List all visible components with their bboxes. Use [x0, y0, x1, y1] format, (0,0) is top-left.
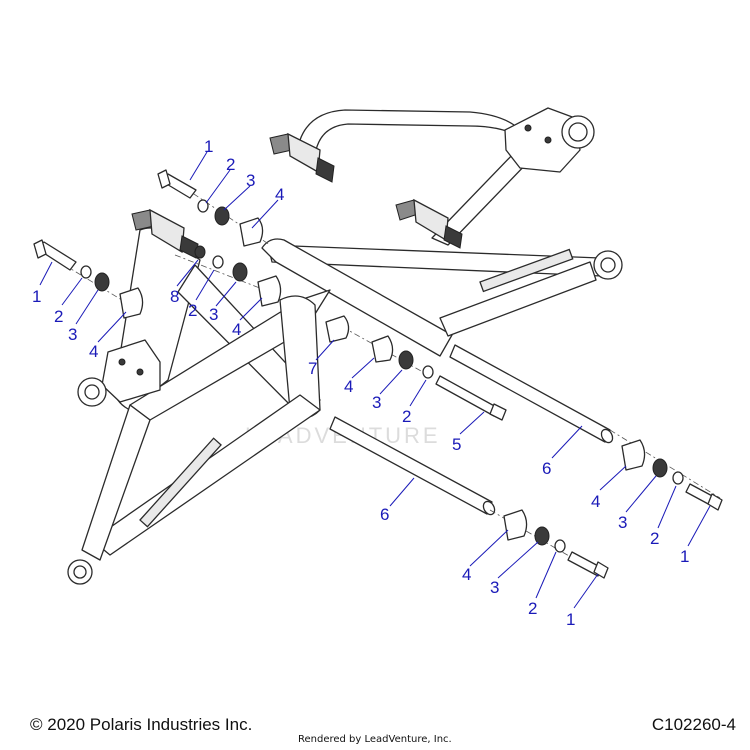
- callout-label: 3: [209, 305, 218, 324]
- bolt-stack-center: [194, 245, 282, 307]
- callout-label: 1: [32, 287, 41, 306]
- upper-arm-bushing-front: [269, 132, 335, 183]
- callout-label: 3: [490, 578, 499, 597]
- upper-arm-bushing-rear: [395, 198, 463, 249]
- callout-label: 4: [275, 185, 284, 204]
- callout-label: 1: [204, 137, 213, 156]
- callout-leaders: [39, 151, 711, 609]
- callout-label: 4: [462, 565, 471, 584]
- callout-label: 3: [372, 393, 381, 412]
- bolt-stack-middle: [325, 315, 507, 421]
- callout-label: 4: [344, 377, 353, 396]
- callout-label: 3: [618, 513, 627, 532]
- callout-label: 6: [380, 505, 389, 524]
- callout-label: 1: [680, 547, 689, 566]
- callout-label: 7: [308, 359, 317, 378]
- rendered-by-credit: Rendered by LeadVenture, Inc.: [298, 734, 452, 745]
- callout-labels: 1 2 3 4 1 2 3 4 8 2 3 4 7 4 3 2 5 6 6 4 …: [32, 137, 689, 629]
- upper-a-arm: [269, 107, 595, 249]
- bolt-stack-lower: [503, 509, 609, 579]
- diagram-code: C102260-4: [651, 715, 736, 734]
- bolt-stack-left: [33, 239, 144, 319]
- callout-label: 1: [566, 610, 575, 629]
- bolt-stack-top: [157, 169, 264, 247]
- callout-label: 8: [170, 287, 179, 306]
- callout-label: 4: [232, 320, 241, 339]
- callout-label: 4: [591, 492, 600, 511]
- lower-arm-ball-joint: [131, 208, 199, 259]
- callout-label: 2: [650, 529, 659, 548]
- lower-a-arm: [67, 208, 623, 585]
- callout-label: 3: [246, 171, 255, 190]
- callout-label: 2: [528, 599, 537, 618]
- callout-label: 3: [68, 325, 77, 344]
- callout-label: 4: [89, 342, 98, 361]
- pivot-shaft-upper: [449, 344, 614, 444]
- callout-label: 2: [226, 155, 235, 174]
- callout-label: 2: [54, 307, 63, 326]
- callout-label: 2: [188, 301, 197, 320]
- callout-label: 2: [402, 407, 411, 426]
- callout-label: 5: [452, 435, 461, 454]
- copyright-notice: © 2020 Polaris Industries Inc.: [30, 715, 253, 734]
- callout-label: 6: [542, 459, 551, 478]
- bolt-stack-right: [621, 439, 723, 511]
